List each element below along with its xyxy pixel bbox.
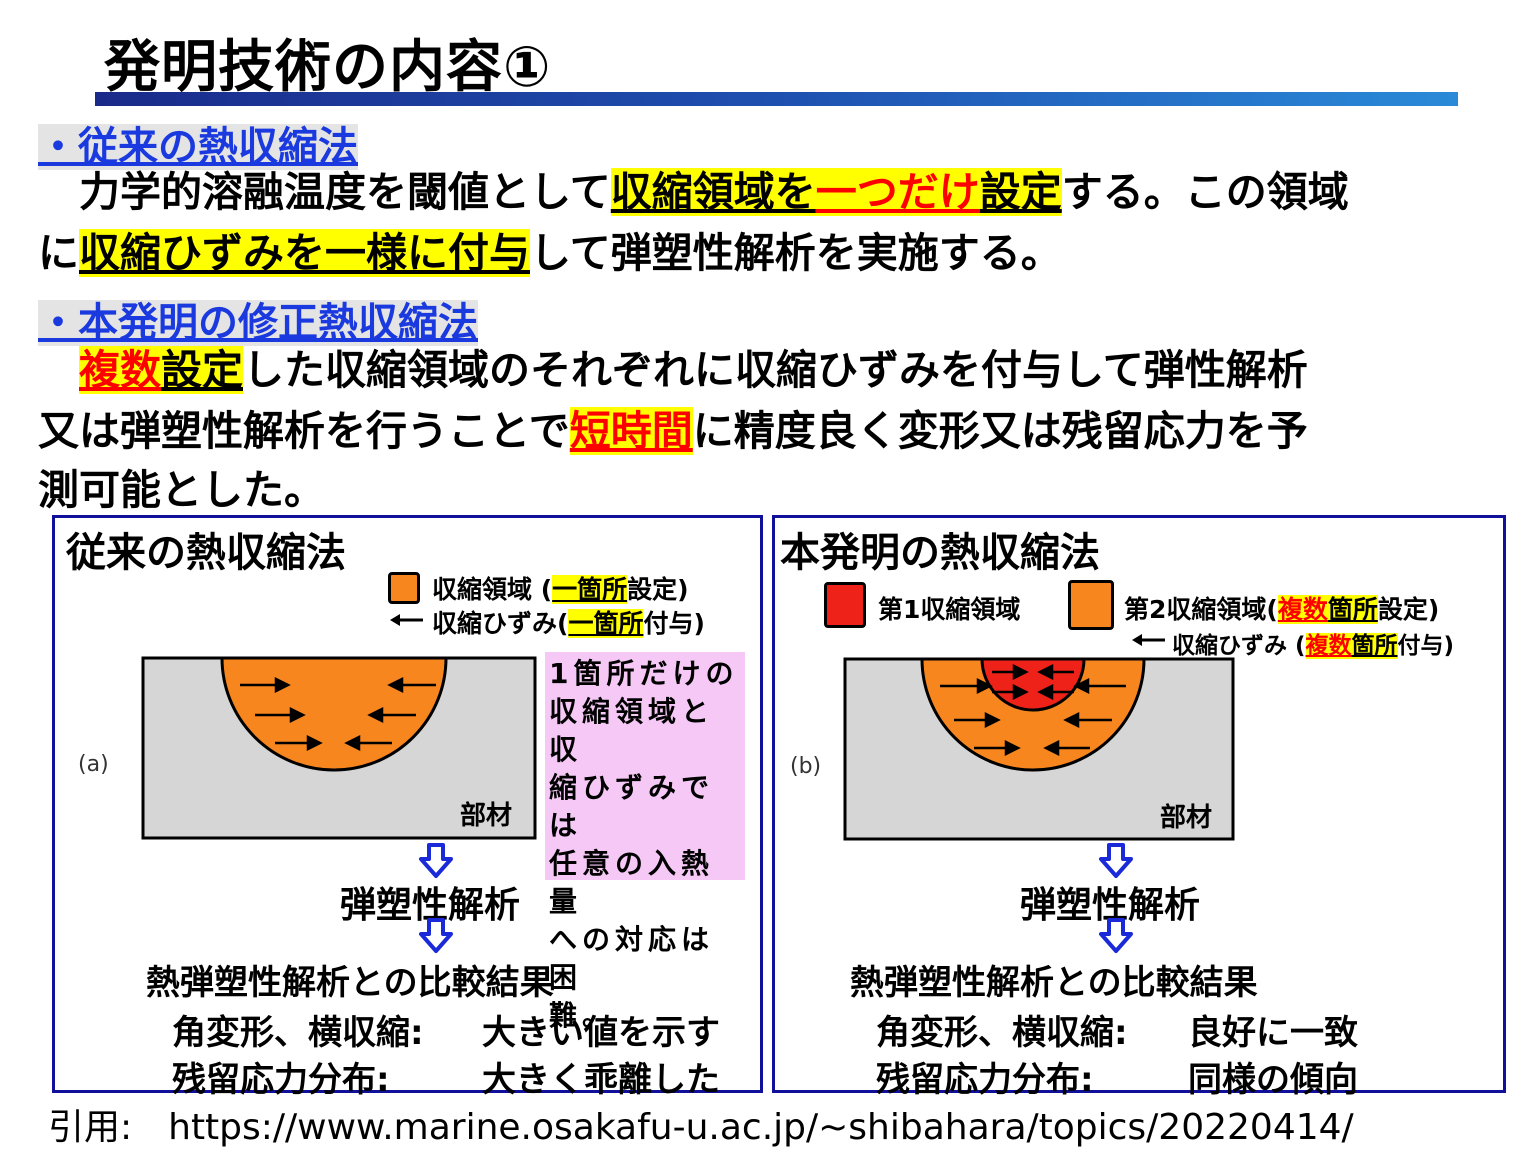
diagram-a	[141, 656, 537, 840]
panel-b-comparison: 熱弾塑性解析との比較結果	[850, 963, 1258, 1003]
panel-a-title: 従来の熱収縮法	[66, 530, 346, 576]
panel-b-legend-region2: 第2収縮領域(複数箇所設定)	[1124, 595, 1440, 624]
diagram-a-label: (a)	[78, 752, 109, 777]
panel-b-title: 本発明の熱収縮法	[780, 530, 1100, 576]
hollow-down-arrow-icon	[1099, 918, 1133, 953]
panel-a-legend-region: 収縮領域 (一箇所設定)	[432, 575, 689, 604]
panel-b-result2-value: 同様の傾向	[1188, 1060, 1358, 1100]
diagram-b-label: (b)	[790, 754, 822, 779]
region2-legend-swatch	[1068, 580, 1114, 630]
panel-a-result2-value: 大きく乖離した	[482, 1060, 720, 1100]
panel-b-result1-label: 角変形、横収縮:	[876, 1013, 1128, 1053]
region-legend-swatch	[388, 572, 420, 604]
citation: 引用: https://www.marine.osakafu-u.ac.jp/~…	[48, 1107, 1354, 1148]
member-label-b: 部材	[1160, 803, 1213, 833]
conventional-line-2: に収縮ひずみを一様に付与して弾塑性解析を実施する。	[38, 229, 1062, 277]
hollow-down-arrow-icon	[419, 918, 453, 953]
panel-a-result1-value: 大きい値を示す	[482, 1013, 720, 1053]
panel-a-result2-label: 残留応力分布:	[172, 1060, 390, 1100]
panel-a-legend-strain: 収縮ひずみ(一箇所付与)	[432, 609, 705, 638]
invention-line-3: 測可能とした。	[38, 466, 325, 514]
section-heading-invention: ・本発明の修正熱収縮法	[38, 300, 478, 346]
left-arrow-icon	[1132, 634, 1165, 646]
section-heading-conventional: ・従来の熱収縮法	[38, 124, 358, 170]
panel-a-result1-label: 角変形、横収縮:	[172, 1013, 424, 1053]
diagram-b	[843, 657, 1235, 841]
panel-conventional	[52, 515, 763, 1093]
conventional-line-1: 力学的溶融温度を閾値として収縮領域を一つだけ設定する。この領域	[38, 168, 1349, 216]
invention-line-1: 複数設定した収縮領域のそれぞれに収縮ひずみを付与して弾性解析	[79, 346, 1308, 394]
hollow-down-arrow-icon	[419, 843, 453, 878]
left-arrow-icon	[390, 614, 423, 626]
panel-b-result2-label: 残留応力分布:	[876, 1060, 1094, 1100]
region1-legend-swatch	[824, 582, 866, 628]
panel-b-result1-value: 良好に一致	[1188, 1013, 1358, 1053]
panel-a-comparison: 熱弾塑性解析との比較結果	[146, 963, 554, 1003]
panel-b-legend-strain: 収縮ひずみ (複数箇所付与)	[1172, 633, 1455, 659]
member-label-a: 部材	[460, 801, 513, 831]
limitation-note: 1箇所だけの 収縮領域と収 縮ひずみでは 任意の入熱量 への対応は困 難。	[545, 652, 745, 1032]
hollow-down-arrow-icon	[1099, 843, 1133, 878]
title-underline-bar	[95, 92, 1458, 106]
page-title: 発明技術の内容①	[104, 35, 552, 100]
panel-b-legend-region1: 第1収縮領域	[878, 595, 1021, 624]
invention-line-2: 又は弾塑性解析を行うことで短時間に精度良く変形又は残留応力を予	[38, 407, 1308, 455]
panel-invention	[772, 515, 1506, 1093]
